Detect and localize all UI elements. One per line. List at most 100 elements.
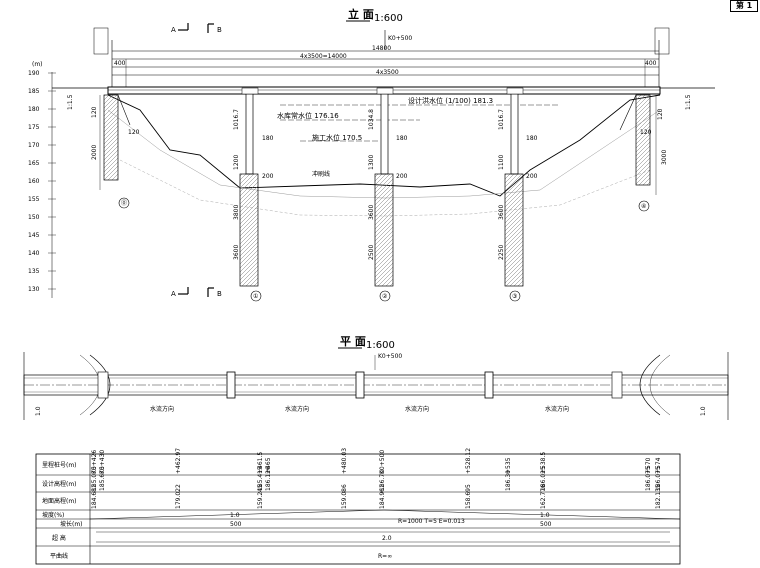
pier-2: 1034.8 180 1300 200 3600 2500 ② <box>368 87 408 302</box>
section-b-top: B <box>217 26 222 34</box>
pier1-dim: 200 <box>262 173 274 180</box>
y-tick: 130 <box>28 286 40 293</box>
station-cell: K0+430 <box>99 450 106 474</box>
design-cell: 185.675 <box>99 466 106 491</box>
station-cell: K0+500 <box>379 450 386 474</box>
y-tick: 145 <box>28 232 40 239</box>
station-cell: +461.5 <box>257 452 264 474</box>
abut-left-dim: 120 <box>91 106 98 118</box>
row-label-super: 超 高 <box>52 534 66 542</box>
plan-title: 平 面 <box>340 335 366 348</box>
scour-line-label: 冲刷线 <box>312 170 330 178</box>
profile-table: 里程桩号(m) 设计高程(m) 地面高程(m) 坡度(%) 坡长(m) 超 高 … <box>35 448 681 565</box>
pier3-dim: 2250 <box>498 245 505 260</box>
pier-label: ② <box>382 293 388 300</box>
pier3-dim: 180 <box>526 135 538 142</box>
abut-right-slope: 1:1.5 <box>685 94 692 110</box>
flow-label: 水流方向 <box>545 405 569 413</box>
ground-cell: 159.086 <box>341 484 348 509</box>
plan-right-cone <box>639 354 661 416</box>
pier2-dim: 3600 <box>368 205 375 220</box>
row-label-length: 坡长(m) <box>60 520 83 528</box>
abut-label-left: ⓪ <box>121 199 127 207</box>
pier-3: 1016.7 180 1100 200 3600 2250 ③ <box>498 87 538 302</box>
vertical-curve-note: R=1000 T=5 E=0.013 <box>398 518 465 525</box>
plan-left-cone <box>89 354 111 416</box>
total-length-label: 14800 <box>372 45 391 52</box>
construction-water-level: 施工水位 170.5 <box>312 133 362 142</box>
pier1-dim: 1200 <box>233 155 240 170</box>
abut-left-dim: 120 <box>128 129 140 136</box>
pier-label: ① <box>253 293 258 300</box>
flow-label: 水流方向 <box>150 405 174 413</box>
y-tick: 175 <box>28 124 40 131</box>
section-a-bottom: A <box>171 290 176 298</box>
ground-cell: 158.695 <box>465 484 472 509</box>
row-label-curve: 平曲线 <box>50 552 68 560</box>
grade-right: 1.0 <box>540 512 550 519</box>
ground-cell: 159.245 <box>257 484 264 509</box>
ground-cell: 184.681 <box>91 484 98 509</box>
pier2-dim: 180 <box>396 135 408 142</box>
abut-ext-right: 400 <box>645 60 657 67</box>
length-right: 500 <box>540 521 552 528</box>
span-note: 4x3500=14000 <box>300 53 347 60</box>
ground-cell: 179.022 <box>175 484 182 509</box>
normal-water-level: 水库常水位 176.16 <box>277 111 339 120</box>
ground-cell: 184.961 <box>379 484 386 509</box>
row-label-design: 设计高程(m) <box>42 480 77 488</box>
pier-1: 1016.7 180 1200 200 3800 3600 ① <box>233 87 274 302</box>
plan-right-dim: 1.0 <box>700 406 707 416</box>
station-cell: +538.5 <box>540 452 547 474</box>
length-left: 500 <box>230 521 242 528</box>
abut-right-dim: 120 <box>640 129 652 136</box>
plan-pier-1 <box>226 371 236 399</box>
design-cell: 186.025 <box>540 466 547 491</box>
design-cell: 186.075 <box>655 466 662 491</box>
pier3-dim: 1100 <box>498 155 505 170</box>
right-abutment: 120 120 3000 1:1.5 ④ <box>619 94 692 212</box>
pier1-dim: 1016.7 <box>233 109 240 130</box>
y-tick: 170 <box>28 142 40 149</box>
y-tick: 160 <box>28 178 40 185</box>
abut-right-dim: 120 <box>657 108 664 120</box>
center-station-label: K0+500 <box>388 35 412 42</box>
pier1-dim: 180 <box>262 135 274 142</box>
plan-pier-2 <box>355 371 365 399</box>
design-cell: 186.075 <box>645 466 652 491</box>
flow-label: 水流方向 <box>405 405 429 413</box>
y-tick: 150 <box>28 214 40 221</box>
plan-pier-3 <box>484 371 494 399</box>
y-tick: 185 <box>28 88 40 95</box>
pier2-dim: 1034.8 <box>368 109 375 130</box>
pier3-dim: 200 <box>526 173 538 180</box>
y-tick: 165 <box>28 160 40 167</box>
station-cell: +528.12 <box>465 448 472 474</box>
abut-ext-left: 400 <box>114 60 126 67</box>
y-tick: 190 <box>28 70 40 77</box>
pier3-dim: 1016.7 <box>498 109 505 130</box>
elevation-scale: 1:600 <box>374 13 403 24</box>
pier1-dim: 3800 <box>233 205 240 220</box>
station-cell: +462.97 <box>175 448 182 474</box>
y-tick: 180 <box>28 106 40 113</box>
section-b-bottom: B <box>217 290 222 298</box>
span-sum: 4x3500 <box>376 69 399 76</box>
abut-label-right: ④ <box>641 203 646 210</box>
abut-right-dim: 3000 <box>661 150 668 165</box>
design-cell: 185.415 <box>257 466 264 491</box>
plan-curve-value: R=∞ <box>378 553 392 560</box>
design-cell: 186.126 <box>265 466 272 491</box>
superelevation-value: 2.0 <box>382 535 392 542</box>
section-a-top: A <box>171 26 176 34</box>
elevation-title: 立 面 <box>348 7 374 21</box>
ground-cell: 162.776 <box>540 484 547 509</box>
pier2-dim: 2500 <box>368 245 375 260</box>
design-cell: 186.30 <box>505 470 512 491</box>
row-label-grade: 坡度(%) <box>42 511 64 519</box>
ground-cell: 182.135 <box>655 484 662 509</box>
page-number: 第 1 <box>730 0 758 12</box>
pier1-dim: 3600 <box>233 245 240 260</box>
grade-left: 1.0 <box>230 512 240 519</box>
